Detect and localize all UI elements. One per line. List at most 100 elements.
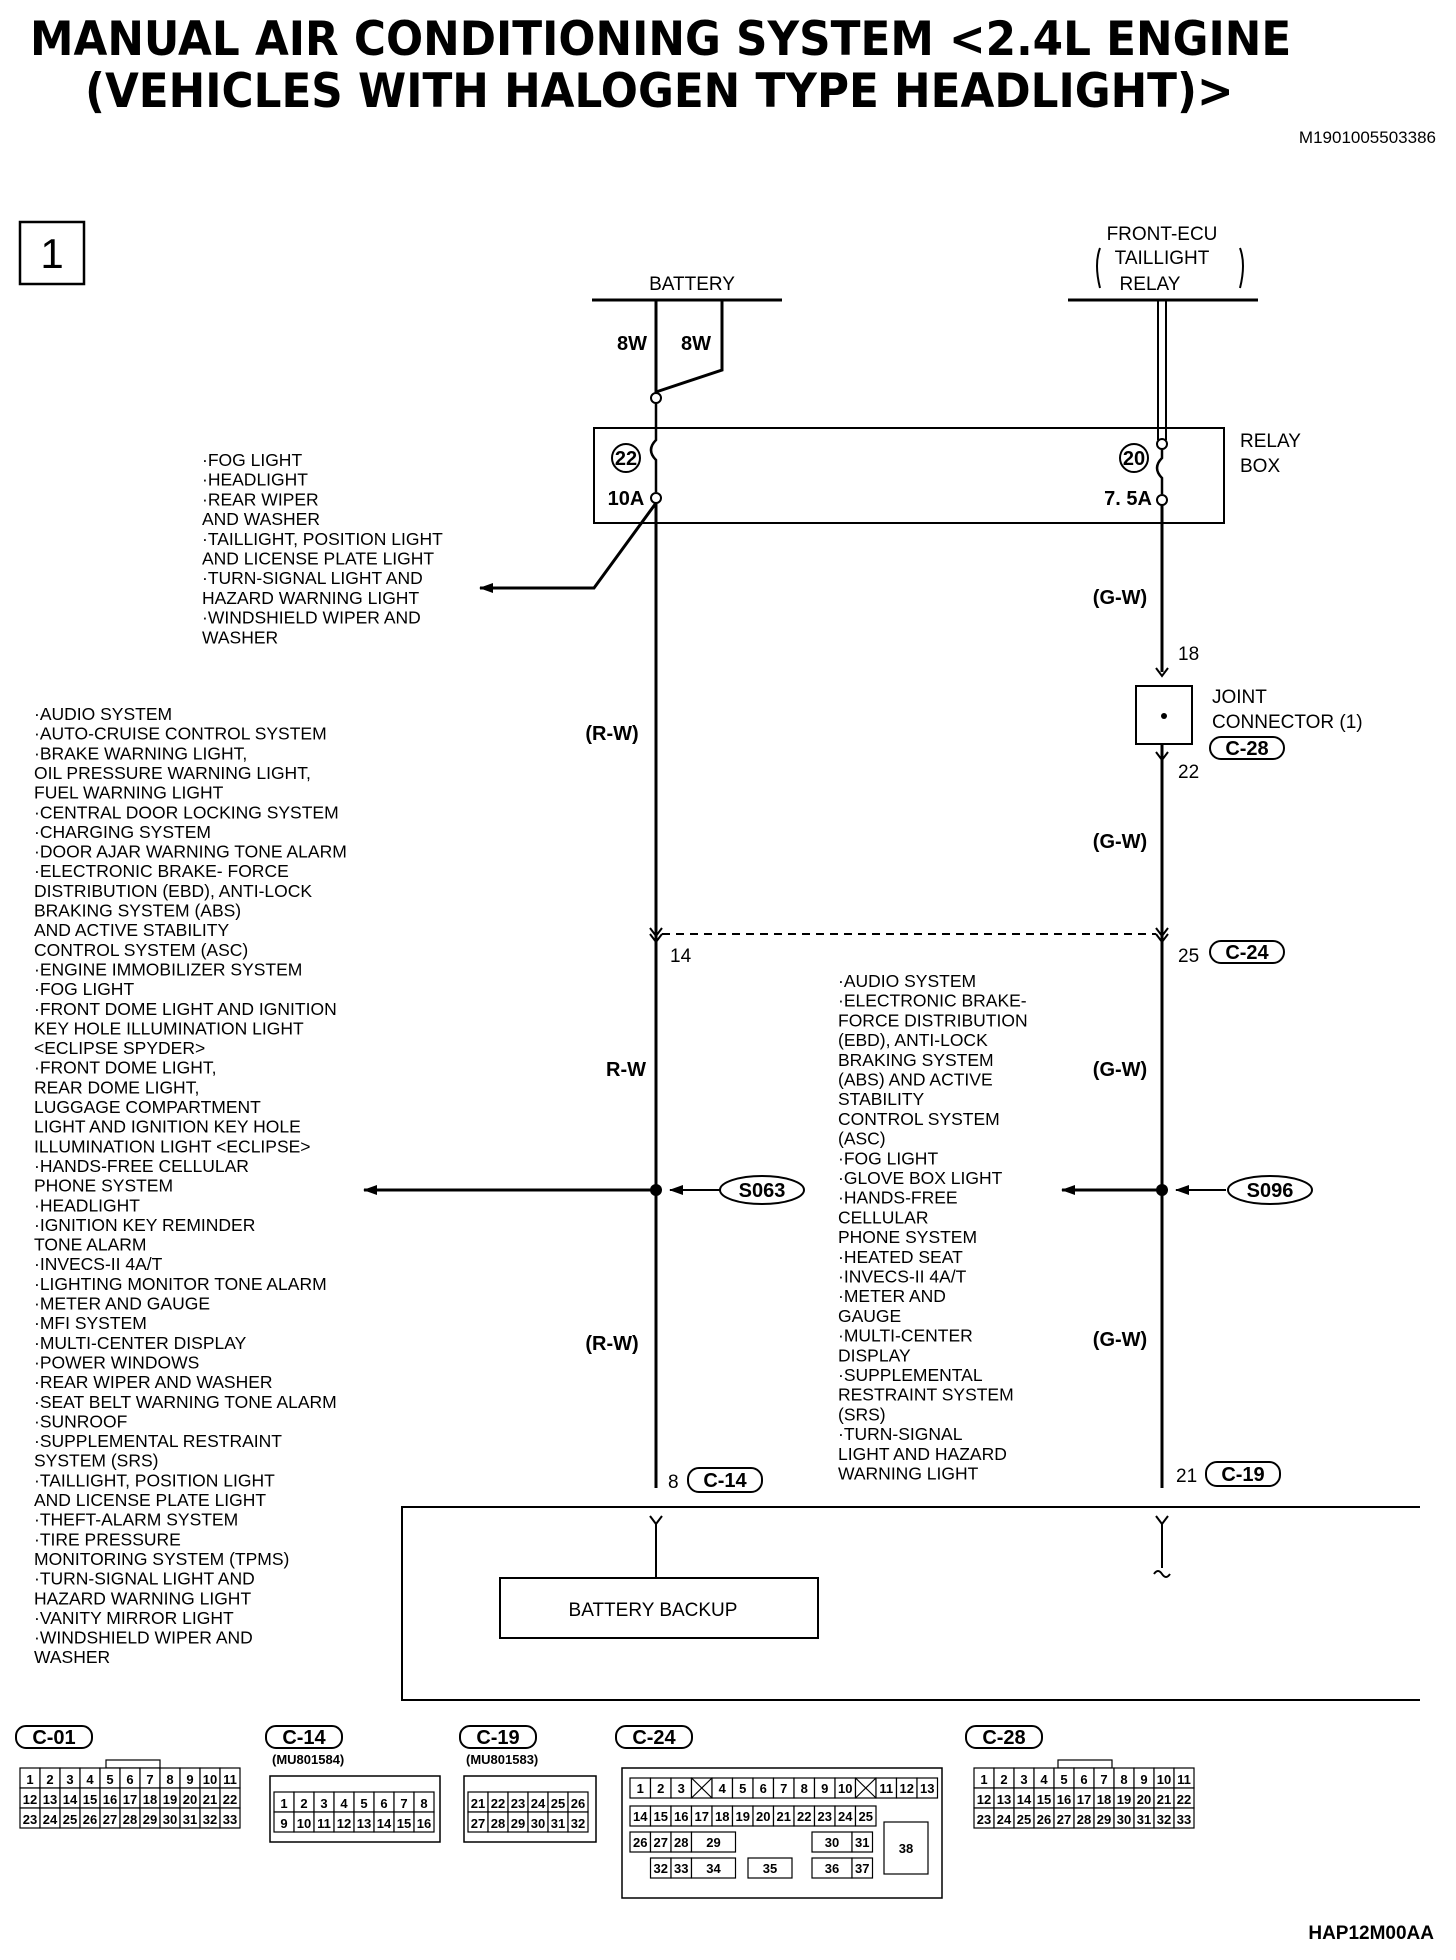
pin-number: 15 xyxy=(1037,1792,1051,1807)
list-item: OIL PRESSURE WARNING LIGHT, xyxy=(34,763,311,783)
pin-number: 28 xyxy=(123,1812,137,1827)
list-item: ·AUTO-CRUISE CONTROL SYSTEM xyxy=(34,724,327,744)
pin-number: 27 xyxy=(471,1816,485,1831)
pin-number: 32 xyxy=(203,1812,217,1827)
pin-number: 33 xyxy=(674,1861,688,1876)
pin-number: 34 xyxy=(706,1861,721,1876)
left-branch-list: ·AUDIO SYSTEM·AUTO-CRUISE CONTROL SYSTEM… xyxy=(34,704,347,1667)
battery-backup-box xyxy=(499,1577,819,1639)
list-item: FORCE DISTRIBUTION xyxy=(838,1010,1028,1030)
connector-id-pill xyxy=(965,1725,1043,1749)
pin-number: 6 xyxy=(380,1796,387,1811)
pin-cell xyxy=(219,1807,241,1829)
list-item: ·ELECTRONIC BRAKE- xyxy=(838,991,1027,1011)
list-item: LIGHT AND HAZARD xyxy=(838,1444,1007,1464)
terminal-22: 22 xyxy=(1178,762,1199,783)
ecu-left-pin xyxy=(649,1515,663,1526)
list-item: ·TAILLIGHT, POSITION LIGHT xyxy=(202,529,443,549)
list-item: ·INVECS-II 4A/T xyxy=(838,1267,967,1287)
pin-number: 22 xyxy=(223,1792,237,1807)
relay-box-label-2: BOX xyxy=(1240,456,1280,477)
list-item: ·SUPPLEMENTAL RESTRAINT xyxy=(34,1431,282,1451)
pin-number: 13 xyxy=(920,1781,934,1796)
connector-id: C-24 xyxy=(632,1727,676,1749)
pin-number: 29 xyxy=(1097,1812,1111,1827)
list-item: BRAKING SYSTEM xyxy=(838,1050,994,1070)
pin-number: 8 xyxy=(420,1796,427,1811)
list-item: ·HEADLIGHT xyxy=(34,1195,140,1215)
pin-number: 5 xyxy=(106,1772,113,1787)
list-item: <ECLIPSE SPYDER> xyxy=(34,1038,205,1058)
connector-part-number: (MU801583) xyxy=(466,1752,538,1767)
pin-cell xyxy=(916,1777,939,1799)
list-item: ·IGNITION KEY REMINDER xyxy=(34,1215,255,1235)
fuse-left-bottom-terminal xyxy=(650,492,662,504)
list-item: ·FOG LIGHT xyxy=(838,1148,938,1168)
pin-number: 35 xyxy=(763,1861,777,1876)
connector-id: C-19 xyxy=(476,1727,519,1749)
list-item: ·AUDIO SYSTEM xyxy=(34,704,172,724)
battery-backup-label: BATTERY BACKUP xyxy=(569,1600,738,1621)
list-item: ·HANDS-FREE CELLULAR xyxy=(34,1156,249,1176)
list-item: ·MULTI-CENTER xyxy=(838,1326,973,1346)
joint-connector-dot xyxy=(1161,713,1167,719)
list-item: ·HEATED SEAT xyxy=(838,1247,963,1267)
pin-number: 15 xyxy=(397,1816,411,1831)
pin-number: 12 xyxy=(900,1781,914,1796)
list-item: CELLULAR xyxy=(838,1207,928,1227)
list-item: ·FRONT DOME LIGHT AND IGNITION xyxy=(34,999,337,1019)
pin-number: 8 xyxy=(166,1772,173,1787)
pin-cell xyxy=(851,1831,874,1853)
title-line-2: (VEHICLES WITH HALOGEN TYPE HEADLIGHT)> xyxy=(85,64,1234,119)
pin-number: 19 xyxy=(163,1792,177,1807)
list-item: (ABS) AND ACTIVE xyxy=(838,1070,993,1090)
pin-number: 4 xyxy=(86,1772,94,1787)
pin-number: 25 xyxy=(859,1809,873,1824)
conn-c24-pill xyxy=(1209,940,1285,964)
pin-number: 30 xyxy=(1117,1812,1131,1827)
fuse-left-branch-arrow xyxy=(479,502,658,593)
fuse-right-rating: 7. 5A xyxy=(1104,488,1152,510)
pin-number: 21 xyxy=(471,1796,485,1811)
connector-housing xyxy=(621,1767,943,1899)
list-item: TONE ALARM xyxy=(34,1235,147,1255)
pin-number: 22 xyxy=(797,1809,811,1824)
pin-cell xyxy=(690,1831,737,1853)
list-item: LUGGAGE COMPARTMENT xyxy=(34,1097,261,1117)
pin-number: 14 xyxy=(377,1816,392,1831)
pin-number: 28 xyxy=(1077,1812,1091,1827)
page-number: 1 xyxy=(40,230,63,277)
front-ecu-paren-right xyxy=(1239,247,1244,289)
list-item: CONTROL SYSTEM (ASC) xyxy=(34,940,248,960)
list-item: REAR DOME LIGHT, xyxy=(34,1077,199,1097)
connector-id: C-01 xyxy=(32,1727,75,1749)
pin-number: 4 xyxy=(719,1781,727,1796)
list-item: ·CHARGING SYSTEM xyxy=(34,822,211,842)
relay-box xyxy=(593,427,1225,524)
pin-number: 27 xyxy=(1057,1812,1071,1827)
list-item: ·REAR WIPER xyxy=(202,489,319,509)
list-item: (ASC) xyxy=(838,1129,886,1149)
page-number-box xyxy=(18,220,86,286)
pin-number: 19 xyxy=(736,1809,750,1824)
pin-number: 10 xyxy=(297,1816,311,1831)
connector-id: C-28 xyxy=(982,1727,1025,1749)
terminal-14-mark xyxy=(649,927,663,944)
pin-number: 32 xyxy=(654,1861,668,1876)
connector-id-pill xyxy=(615,1725,693,1749)
pin-number: 16 xyxy=(1057,1792,1071,1807)
pin-number: 19 xyxy=(1117,1792,1131,1807)
conn-c19-pill xyxy=(1205,1461,1281,1487)
relay-box-label: RELAY xyxy=(1240,431,1301,452)
list-item: PHONE SYSTEM xyxy=(838,1227,977,1247)
pin-number: 2 xyxy=(657,1781,664,1796)
list-item: ·VANITY MIRROR LIGHT xyxy=(34,1608,234,1628)
list-item: ·DOOR AJAR WARNING TONE ALARM xyxy=(34,842,347,862)
pin-cell xyxy=(690,1857,737,1879)
ecu-right-pin xyxy=(1155,1515,1169,1526)
pin-number: 5 xyxy=(1060,1772,1067,1787)
pin-number: 15 xyxy=(83,1792,97,1807)
pin-number: 7 xyxy=(1100,1772,1107,1787)
front-ecu-label: FRONT-ECU xyxy=(1107,224,1218,245)
